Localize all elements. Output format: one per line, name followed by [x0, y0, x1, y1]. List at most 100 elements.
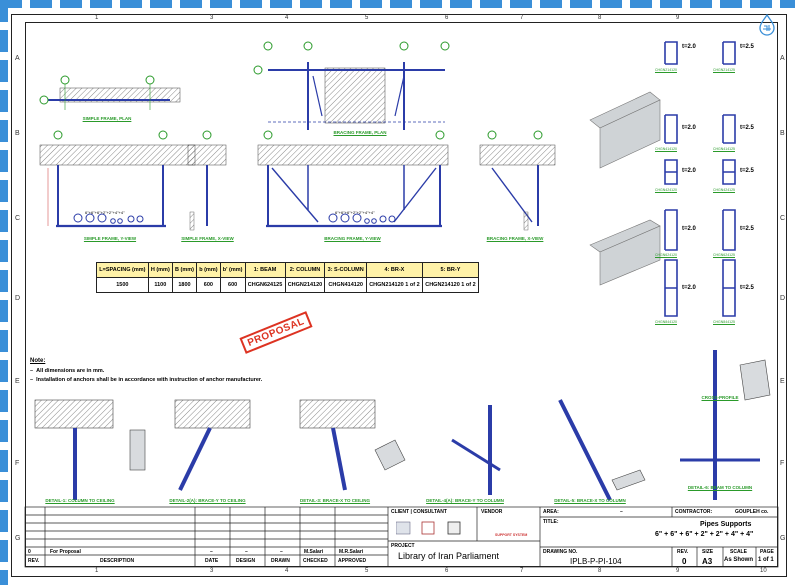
- title-line-1: Pipes Supports: [700, 521, 752, 528]
- schedule-header: H (mm): [147, 262, 173, 278]
- detail-title: DETAIL-4(A): BRACE-Y TO COLUMN: [426, 498, 504, 503]
- drawing-no-label: DRAWING NO.: [543, 549, 578, 555]
- grid-letter-b: B: [15, 130, 20, 137]
- scale-value: As Shown: [724, 557, 754, 563]
- project-value: Library of Iran Parliament: [398, 551, 500, 561]
- profile-thickness: t=2.5: [740, 285, 754, 291]
- rev-label: REV.: [677, 549, 689, 555]
- schedule-cell: 1500: [96, 277, 149, 293]
- grid-number-5-bottom: 5: [365, 568, 369, 574]
- schedule-header: 3: S-COLUMN: [324, 262, 367, 278]
- header-approved: APPROVED: [338, 558, 367, 564]
- schedule-header: b (mm): [196, 262, 221, 278]
- scale-label: SCALE: [730, 549, 747, 555]
- grid-number-6: 6: [445, 15, 449, 21]
- contractor-label: CONTRACTOR:: [675, 509, 713, 515]
- schedule-cell: 600: [196, 277, 221, 293]
- grid-letter-c: C: [15, 215, 21, 222]
- rev-checked: M.Salari: [304, 549, 324, 555]
- schedule-cell: 1100: [147, 277, 173, 293]
- size-value: A3: [702, 557, 713, 566]
- profile-code: CHGN624125: [713, 253, 735, 257]
- profile-thickness: t=2.0: [682, 285, 696, 291]
- grid-number-3-bottom: 3: [210, 568, 214, 574]
- schedule-header: B (mm): [171, 262, 198, 278]
- profile-thickness: t=2.5: [740, 125, 754, 131]
- view-label-bracing-y: BRACING FRAME, Y-VIEW: [324, 236, 381, 241]
- profile-code: CHGN844125: [713, 320, 735, 324]
- header-drawn: DRAWN: [271, 558, 290, 564]
- title-block-lines: [24, 506, 779, 568]
- rev-drawn: –: [280, 549, 283, 555]
- grid-letter-d-right: D: [780, 295, 786, 302]
- vendor-logo-icon: [759, 14, 775, 36]
- page-value: 1 of 1: [758, 557, 774, 563]
- title-label: TITLE:: [543, 519, 559, 525]
- profile-code: CHGN844120: [655, 320, 677, 324]
- schedule-cell: CHGN414120: [324, 277, 367, 293]
- vendor-label: VENDOR: [481, 509, 503, 515]
- grid-letter-g-right: G: [780, 535, 786, 542]
- note-item-2-text: Installation of anchors shall be in acco…: [36, 377, 263, 383]
- view-label-simple-plan: SIMPLE FRAME, PLAN: [82, 116, 132, 121]
- header-date: DATE: [205, 558, 219, 564]
- grid-number-10-bottom: 10: [760, 568, 767, 574]
- area-label: AREA:: [543, 509, 559, 515]
- schedule-cell: 600: [219, 277, 246, 293]
- header-checked: CHECKED: [303, 558, 328, 564]
- simple-frame-plan: [39, 75, 181, 110]
- cross-profile-label: CROSS-PROFILE: [701, 395, 739, 400]
- size-label: SIZE: [702, 549, 714, 555]
- channel-3d-sketch: [589, 91, 661, 286]
- schedule-header: b' (mm): [219, 262, 246, 278]
- notes-title: Note:: [30, 358, 46, 364]
- view-label-bracing-plan: BRACING FRAME, PLAN: [333, 130, 387, 135]
- pipe-dims-simple: 6"+6"+6"+2"+2"+4"+4": [85, 210, 125, 215]
- schedule-row: 1500 1100 1800 600 600 CHGN624125 CHGN21…: [96, 277, 480, 293]
- grid-number-1-bottom: 1: [95, 568, 99, 574]
- profile-thickness: t=2.5: [740, 168, 754, 174]
- note-item-1-text: All dimensions are in mm.: [36, 368, 105, 374]
- note-item-2: – Installation of anchors shall be in ac…: [30, 377, 263, 383]
- profile-code: CHGN414120: [655, 147, 677, 151]
- header-description: DESCRIPTION: [100, 558, 135, 564]
- rev-value: 0: [682, 557, 687, 566]
- grid-number-7: 7: [520, 15, 524, 21]
- bracing-frame-y-view: [257, 130, 449, 228]
- detail-title: DETAIL-3: BRACE-X TO CEILING: [299, 498, 371, 503]
- grid-number-7-bottom: 7: [520, 568, 524, 574]
- contractor-value: GOUPLEH co.: [735, 509, 769, 515]
- pipe-dims-bracing: 6"+6"+6"+2"+2"+4"+4": [335, 210, 375, 215]
- drawing-inner-frame: [25, 22, 778, 567]
- grid-number-3: 3: [210, 15, 214, 21]
- schedule-header: 4: BR-X: [365, 262, 423, 278]
- profile-code: CHGN214120: [655, 68, 677, 72]
- schedule-cell: CHGN214120 1 of 2: [365, 277, 423, 293]
- grid-letter-f: F: [15, 460, 20, 467]
- detail-title: DETAIL-6: BEAM TO COLUMN: [687, 485, 753, 490]
- schedule-header: 2: COLUMN: [284, 262, 326, 278]
- view-label-simple-y: SIMPLE FRAME, Y-VIEW: [83, 236, 137, 241]
- details: [34, 350, 771, 501]
- profile-code: CHGN424120: [655, 188, 677, 192]
- detail-title: DETAIL-2(A): BRACE-Y TO CEILING: [169, 498, 246, 503]
- profile-code: CHGN414125: [713, 147, 735, 151]
- profile-thickness: t=2.0: [682, 125, 696, 131]
- area-value: –: [620, 509, 623, 515]
- grid-number-9-bottom: 9: [676, 568, 680, 574]
- profile-code: CHGN624120: [655, 253, 677, 257]
- rev-design: –: [245, 549, 248, 555]
- rev-approved: M.R.Salari: [339, 549, 364, 555]
- rev-value-row: 0: [28, 549, 31, 555]
- client-consultant-label: CLIENT | CONSULTANT: [391, 509, 447, 515]
- schedule-header-row: L=SPACING (mm) H (mm) B (mm) b (mm) b' (…: [96, 262, 480, 278]
- grid-letter-e: E: [15, 378, 20, 385]
- grid-letter-d: D: [15, 295, 21, 302]
- view-label-simple-x: SIMPLE FRAME, X-VIEW: [181, 236, 234, 241]
- header-design: DESIGN: [236, 558, 256, 564]
- profile-code: CHGN424125: [713, 188, 735, 192]
- dashed-border-left: [0, 0, 8, 585]
- grid-letter-b-right: B: [780, 130, 785, 137]
- profile-thickness: t=2.0: [682, 44, 696, 50]
